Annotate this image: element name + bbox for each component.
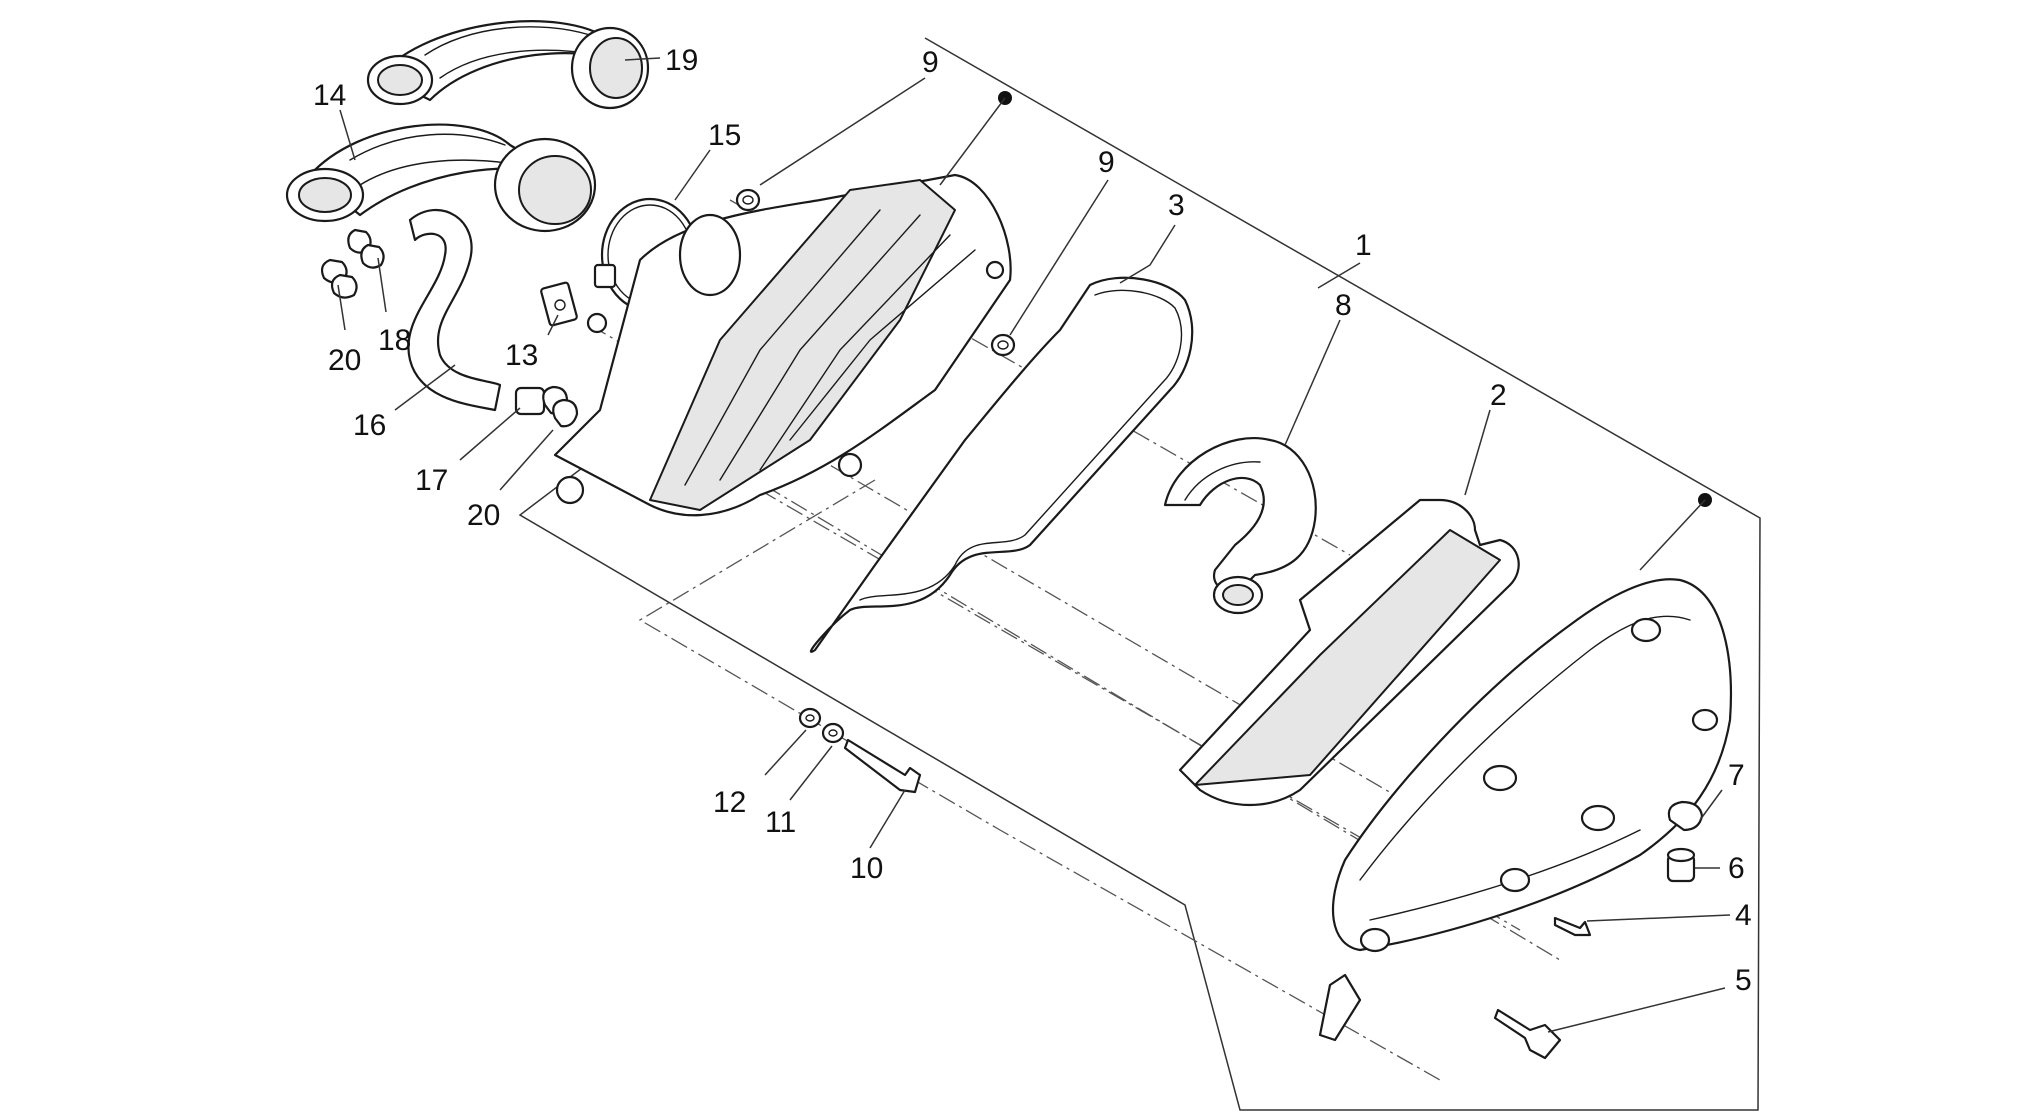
air-filter-2 (1178, 498, 1520, 806)
callout-13: 13 (505, 339, 538, 372)
washer-9-left (735, 188, 761, 212)
callout-7: 7 (1728, 759, 1745, 792)
air-box-cover (1318, 578, 1733, 1042)
callout-6: 6 (1728, 852, 1745, 885)
intake-hose-14 (285, 123, 597, 233)
callout-20-top: 20 (328, 344, 361, 377)
callout-4: 4 (1735, 899, 1752, 932)
callout-14: 14 (313, 79, 346, 112)
callout-9-right: 9 (1098, 146, 1115, 179)
callout-18: 18 (378, 324, 411, 357)
air-box-housing (553, 173, 1012, 517)
callout-3: 3 (1168, 189, 1185, 222)
washer-9-right (990, 333, 1016, 357)
intake-hose-19 (366, 20, 650, 110)
callout-10: 10 (850, 852, 883, 885)
callout-20-bottom: 20 (467, 499, 500, 532)
callout-15: 15 (708, 119, 741, 152)
assembly-frame (518, 37, 1761, 1111)
callout-5: 5 (1735, 964, 1752, 997)
air-intake-elbow-8 (1163, 437, 1317, 615)
callout-9-left: 9 (922, 46, 939, 79)
bolt-assembly (798, 707, 922, 794)
callout-1: 1 (1355, 229, 1372, 262)
callout-8: 8 (1335, 289, 1352, 322)
drain-parts (1493, 800, 1704, 1060)
leader-lines (337, 57, 1731, 1033)
breather-tube-16 (407, 208, 502, 412)
callout-11: 11 (765, 806, 796, 839)
callout-19: 19 (665, 44, 698, 77)
callout-2: 2 (1490, 379, 1507, 412)
callout-labels: 1 2 3 4 5 6 7 8 9 9 10 11 12 13 14 15 16… (313, 44, 1752, 997)
hose-clips (320, 228, 385, 299)
gasket-3 (809, 276, 1194, 653)
callout-12: 12 (713, 786, 746, 819)
callout-17: 17 (415, 464, 448, 497)
small-fittings (514, 281, 608, 428)
callout-16: 16 (353, 409, 386, 442)
